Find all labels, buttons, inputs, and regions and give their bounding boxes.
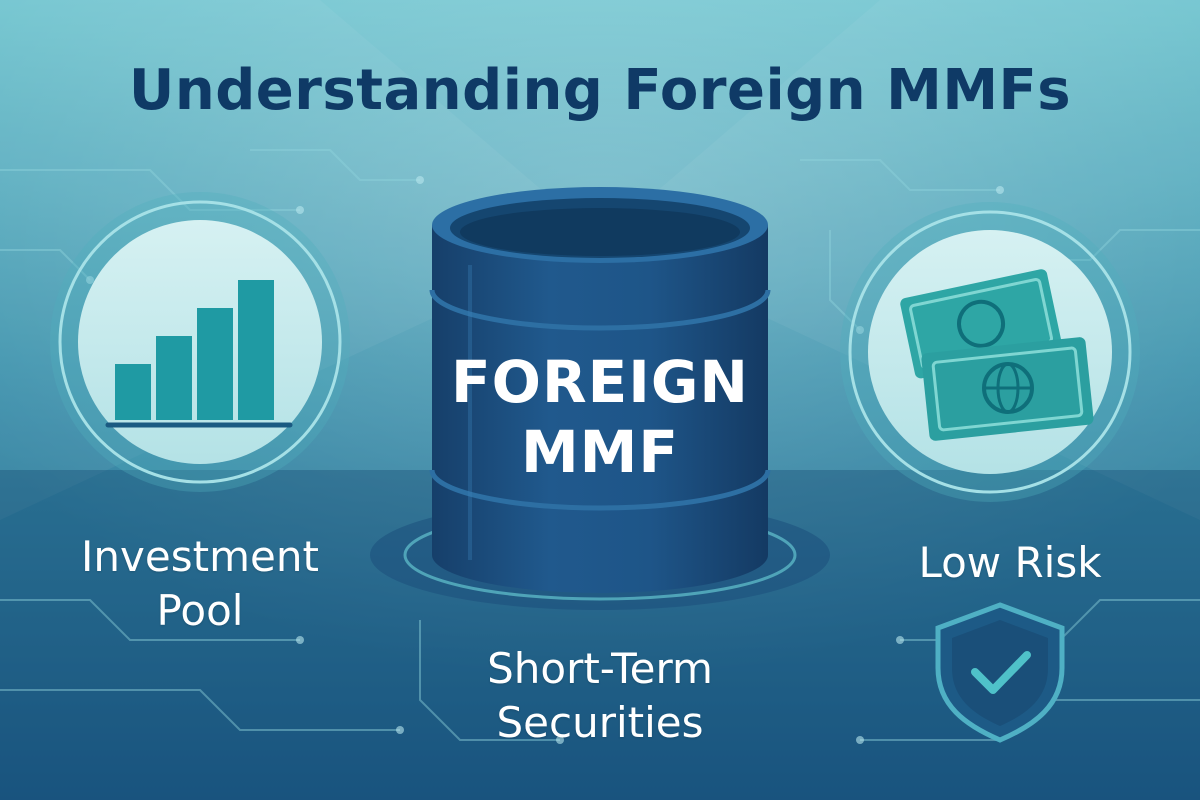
barrel-label-line1: FOREIGN	[451, 348, 749, 416]
shield-check-icon	[935, 602, 1065, 743]
bar-3	[197, 308, 233, 420]
money-bills-icon	[900, 269, 1094, 441]
investment-pool-label-line1: Investment	[81, 532, 319, 581]
barrel-label-line2: MMF	[520, 418, 680, 486]
globe-icon	[982, 362, 1034, 414]
page-title: Understanding Foreign MMFs	[128, 58, 1072, 123]
bar-4	[238, 280, 274, 420]
short-term-label-line1: Short-Term	[487, 644, 713, 693]
barrel-icon	[429, 187, 771, 593]
bar-2	[156, 336, 192, 420]
low-risk-label: Low Risk	[918, 538, 1102, 587]
investment-pool-label-line2: Pool	[156, 586, 244, 635]
bar-1	[115, 364, 151, 420]
short-term-label-line2: Securities	[496, 698, 704, 747]
bar-chart-icon	[115, 280, 274, 420]
